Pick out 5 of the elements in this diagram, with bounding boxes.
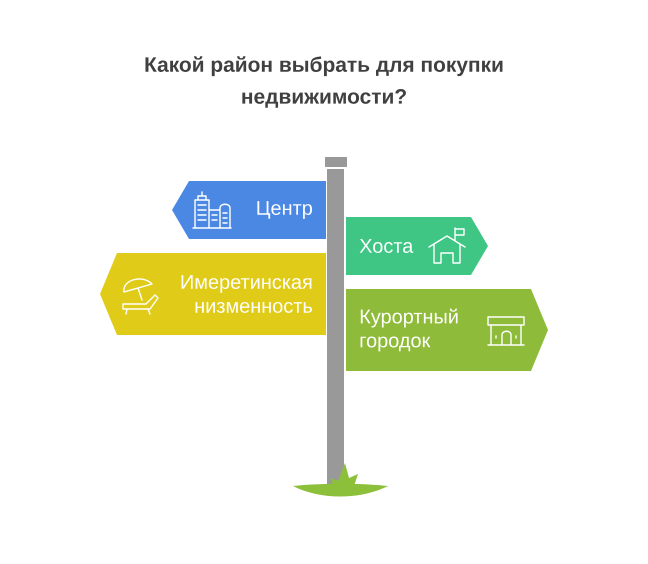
direction-sign: Имеретинская низменность	[100, 253, 326, 335]
title: Какой район выбрать для покупки недвижимости?	[145, 56, 502, 108]
direction-sign: Центр	[172, 181, 326, 239]
direction-sign: Хоста	[346, 217, 488, 275]
direction-sign: Курортный городок	[346, 289, 548, 371]
